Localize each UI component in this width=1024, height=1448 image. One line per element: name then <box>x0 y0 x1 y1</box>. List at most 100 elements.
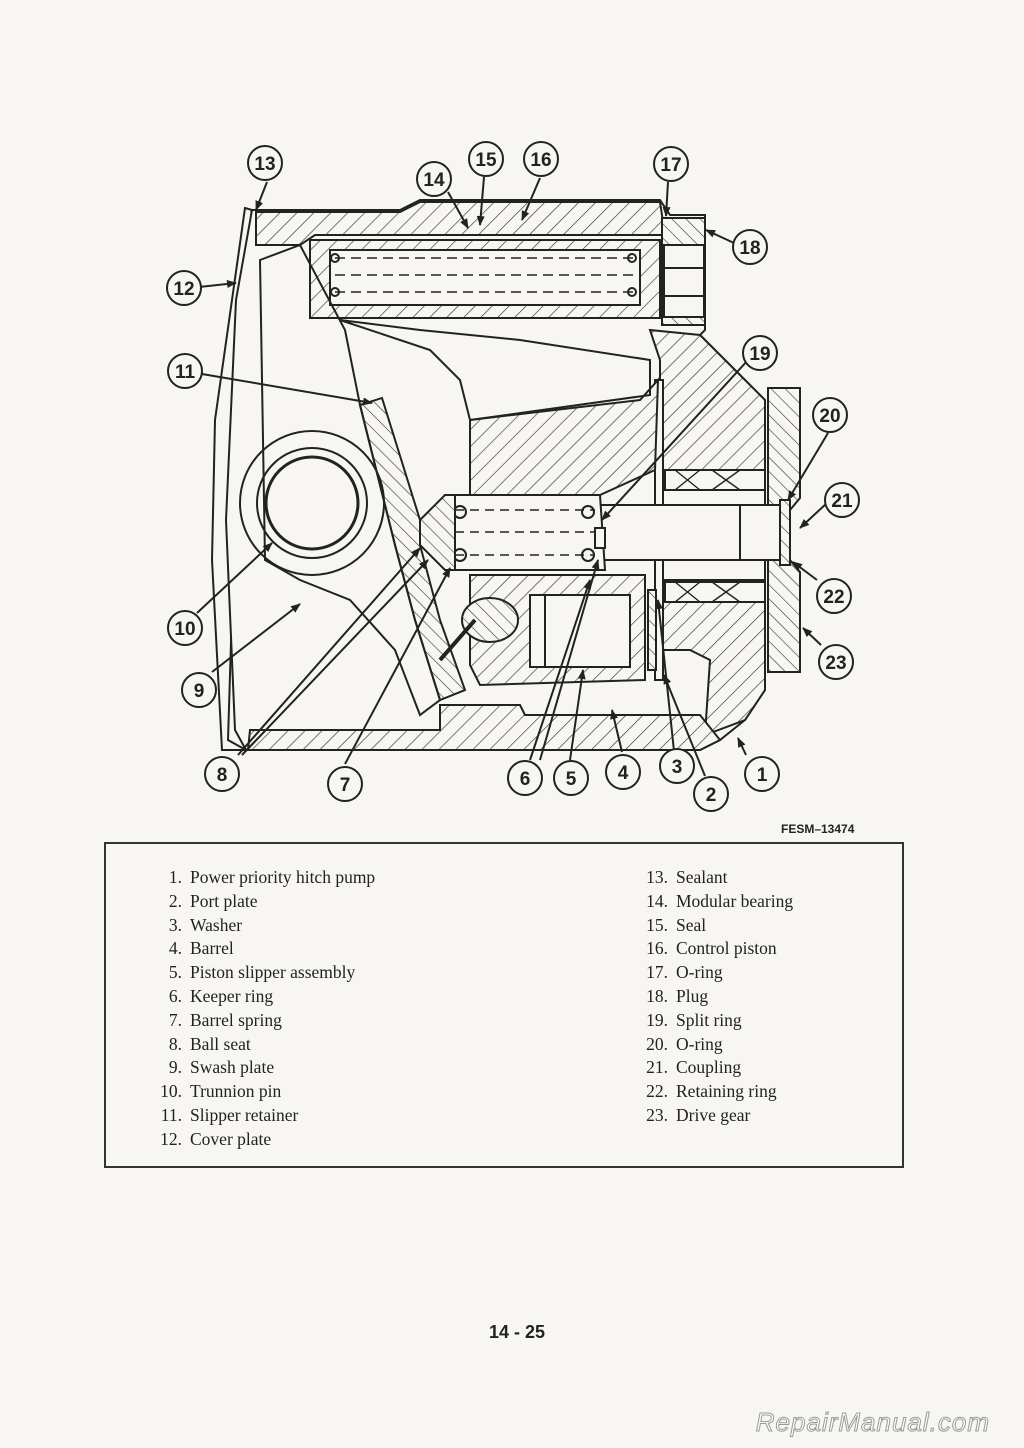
legend-item: 1. Power priority hitch pump <box>146 866 375 890</box>
legend-item-label: Swash plate <box>190 1057 275 1078</box>
legend-item-label: Modular bearing <box>676 890 794 911</box>
callout-number: 5 <box>566 769 577 790</box>
callout-circle <box>742 335 778 371</box>
callout-circle <box>181 672 217 708</box>
callout-circle <box>167 610 203 646</box>
callout-number: 19 <box>749 344 770 365</box>
legend-item: 16. Control piston <box>632 937 793 961</box>
legend-item-label: Cover plate <box>190 1128 272 1149</box>
callout-circle <box>824 482 860 518</box>
callout-23: 23 <box>818 644 854 680</box>
callout-9: 9 <box>181 672 217 708</box>
legend-item-number: 18. <box>646 985 668 1006</box>
legend-item: 8.Ball seat <box>146 1033 375 1057</box>
legend-item: 7. Barrel spring <box>146 1009 375 1033</box>
callout-circle <box>507 760 543 796</box>
legend-item: 12.Cover plate <box>146 1128 375 1152</box>
legend-item: 9.Swash plate <box>146 1056 375 1080</box>
callout-number: 20 <box>819 406 840 427</box>
legend-item: 5. Piston slipper assembly <box>146 961 375 985</box>
legend-item-label: Slipper retainer <box>190 1104 299 1125</box>
callout-13: 13 <box>247 145 283 181</box>
legend-item: 11.Slipper retainer <box>146 1104 375 1128</box>
legend-item-label: Retaining ring <box>676 1081 777 1102</box>
callout-number: 13 <box>254 154 275 175</box>
callout-20: 20 <box>812 397 848 433</box>
callout-circle <box>816 578 852 614</box>
pump-drawing <box>210 199 801 751</box>
page-number: 14 - 25 <box>488 1322 546 1342</box>
legend-item: 19.Split ring <box>632 1009 793 1033</box>
callout-circle <box>247 145 283 181</box>
callout-circle <box>553 760 589 796</box>
legend-item: 23. Drive gear <box>632 1104 793 1128</box>
callout-12: 12 <box>166 270 202 306</box>
callout-number: 1 <box>757 765 768 786</box>
callout-18: 18 <box>732 229 768 265</box>
legend-item: 22. Retaining ring <box>632 1080 793 1104</box>
legend-item-label: Port plate <box>190 890 258 911</box>
legend-item: 17.O-ring <box>632 961 793 985</box>
legend-item-label: Barrel spring <box>190 1009 282 1030</box>
callout-number: 16 <box>530 150 551 171</box>
callout-number: 11 <box>175 362 196 383</box>
legend-item-number: 23. <box>646 1104 668 1125</box>
callout-17: 17 <box>653 146 689 182</box>
legend-item-number: 5. <box>168 962 182 983</box>
legend-item-label: Sealant <box>676 867 728 887</box>
callout-circle <box>605 754 641 790</box>
legend-item-number: 14. <box>646 890 668 911</box>
callout-circle <box>653 146 689 182</box>
legend-item-label: Washer <box>190 914 243 935</box>
callout-circle <box>744 756 780 792</box>
legend-item: 15.Seal <box>632 914 793 938</box>
legend-item-label: Seal <box>676 914 707 935</box>
callout-number: 12 <box>173 279 194 300</box>
legend-item-number: 22. <box>646 1081 668 1102</box>
callout-circle <box>166 270 202 306</box>
parts-legend: 1. Power priority hitch pump 2. Port plate 3… <box>104 842 904 1168</box>
callout-number: 23 <box>825 653 846 674</box>
legend-item-number: 7. <box>168 1009 182 1030</box>
figure-id-label: FESM–13474 <box>781 822 855 836</box>
legend-item: 2. Port plate <box>146 890 375 914</box>
callout-3: 3 <box>659 748 695 784</box>
callout-1: 1 <box>744 756 780 792</box>
callout-circle <box>523 141 559 177</box>
legend-item-number: 20. <box>646 1033 668 1054</box>
callout-15: 15 <box>468 141 504 177</box>
legend-item-label: Power priority hitch pump <box>190 867 376 887</box>
legend-item: 6.Keeper ring <box>146 985 375 1009</box>
legend-item-label: Split ring <box>676 1009 742 1030</box>
legend-item-label: O-ring <box>676 962 723 983</box>
legend-item-label: O-ring <box>676 1033 723 1054</box>
callout-circle <box>732 229 768 265</box>
callout-number: 15 <box>475 150 497 171</box>
legend-item-number: 16. <box>646 938 668 959</box>
legend-item-label: Control piston <box>676 938 777 959</box>
legend-item-label: Keeper ring <box>190 985 274 1006</box>
callout-number: 9 <box>194 681 205 702</box>
callout-circle <box>812 397 848 433</box>
callout-number: 18 <box>739 238 760 259</box>
legend-item-label: Barrel <box>190 938 234 959</box>
legend-item: 20. O-ring <box>632 1033 793 1057</box>
legend-item-number: 21. <box>646 1057 668 1078</box>
legend-item-label: Trunnion pin <box>190 1081 282 1102</box>
legend-item-label: Piston slipper assembly <box>190 962 356 983</box>
callout-number: 10 <box>174 619 195 640</box>
legend-item-number: 2. <box>168 890 182 911</box>
callout-7: 7 <box>327 766 363 802</box>
legend-item-number: 8. <box>168 1033 182 1054</box>
callout-number: 2 <box>706 785 717 806</box>
legend-item-label: Drive gear <box>676 1104 751 1125</box>
callout-22: 22 <box>816 578 852 614</box>
legend-item: 18.Plug <box>632 985 793 1009</box>
legend-item-label: Coupling <box>676 1057 742 1078</box>
watermark-logo: RepairManual.com <box>755 1407 990 1438</box>
legend-item: 21. Coupling <box>632 1056 793 1080</box>
legend-item-number: 1. <box>168 867 182 887</box>
legend-item-number: 3. <box>168 914 182 935</box>
legend-item-number: 4. <box>168 938 182 959</box>
callout-number: 21 <box>831 491 853 512</box>
